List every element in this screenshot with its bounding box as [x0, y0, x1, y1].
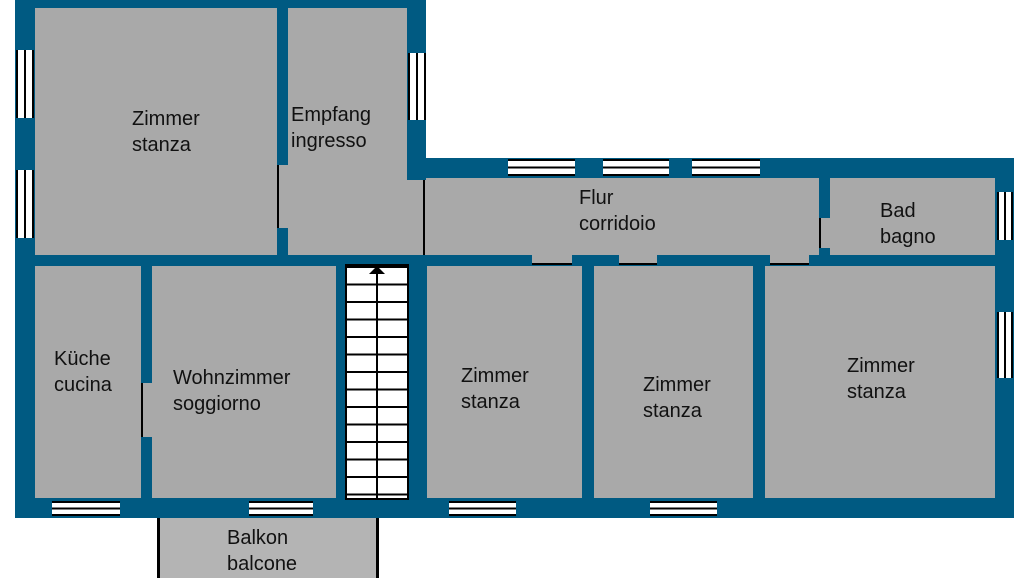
- label-de: Zimmer: [132, 108, 200, 130]
- label-balkon: Balkon balcone: [227, 525, 297, 577]
- label-kueche: Küche cucina: [54, 346, 112, 398]
- label-it: stanza: [643, 400, 702, 422]
- staircase: [345, 264, 409, 500]
- label-it: stanza: [461, 391, 520, 413]
- window: [508, 159, 575, 176]
- window: [16, 50, 34, 118]
- label-de: Bad: [880, 200, 916, 222]
- label-it: cucina: [54, 374, 112, 396]
- label-de: Balkon: [227, 527, 289, 549]
- label-it: stanza: [847, 381, 906, 403]
- label-de: Flur: [579, 187, 614, 209]
- room-zimmer-3: [594, 266, 753, 498]
- label-it: bagno: [880, 226, 936, 248]
- label-zimmer-4: Zimmer stanza: [847, 353, 915, 405]
- window: [997, 312, 1013, 378]
- door-flur-zimmer-3: [619, 255, 657, 265]
- label-de: Zimmer: [643, 374, 711, 396]
- label-wohnzimmer: Wohnzimmer soggiorno: [173, 365, 290, 417]
- room-zimmer-4: [765, 266, 995, 498]
- window: [249, 501, 313, 516]
- label-it: balcone: [227, 553, 298, 575]
- label-flur: Flur corridoio: [579, 185, 656, 237]
- window: [603, 159, 669, 176]
- label-it: soggiorno: [173, 393, 261, 415]
- label-de: Zimmer: [461, 365, 529, 387]
- label-de: Wohnzimmer: [173, 367, 291, 389]
- window: [52, 501, 120, 516]
- label-de: Küche: [54, 348, 111, 370]
- door-flur-zimmer-2: [532, 255, 572, 265]
- label-empfang: Empfang ingresso: [291, 102, 371, 154]
- window: [650, 501, 717, 516]
- label-zimmer-2: Zimmer stanza: [461, 363, 529, 415]
- window: [997, 192, 1013, 240]
- room-bad: [830, 178, 995, 255]
- door-flur-bad: [819, 218, 830, 248]
- label-de: Empfang: [291, 104, 372, 126]
- label-bad: Bad bagno: [880, 198, 936, 250]
- room-empfang: [288, 8, 407, 255]
- label-de: Zimmer: [847, 355, 915, 377]
- room-kueche: [35, 266, 141, 498]
- room-empfang-passage: [405, 180, 425, 255]
- window: [692, 159, 760, 176]
- label-zimmer-3: Zimmer stanza: [643, 372, 711, 424]
- label-zimmer-1: Zimmer stanza: [132, 106, 200, 158]
- label-it: ingresso: [291, 130, 367, 152]
- window: [16, 170, 34, 238]
- label-it: corridoio: [579, 213, 656, 235]
- door-kueche-wohnzimmer: [141, 383, 152, 437]
- room-flur: [426, 178, 819, 255]
- room-zimmer-1: [35, 8, 277, 255]
- stair-arrow-icon: [369, 266, 385, 274]
- door-zimmer-empfang: [277, 165, 288, 228]
- stair-center-line: [376, 266, 378, 498]
- room-wohnzimmer: [152, 266, 336, 498]
- room-balkon: [157, 518, 379, 578]
- door-empfang-flur: [423, 180, 428, 255]
- door-flur-zimmer-4: [770, 255, 809, 265]
- window: [408, 53, 426, 120]
- room-zimmer-2: [427, 266, 582, 498]
- window: [449, 501, 516, 516]
- label-it: stanza: [132, 134, 191, 156]
